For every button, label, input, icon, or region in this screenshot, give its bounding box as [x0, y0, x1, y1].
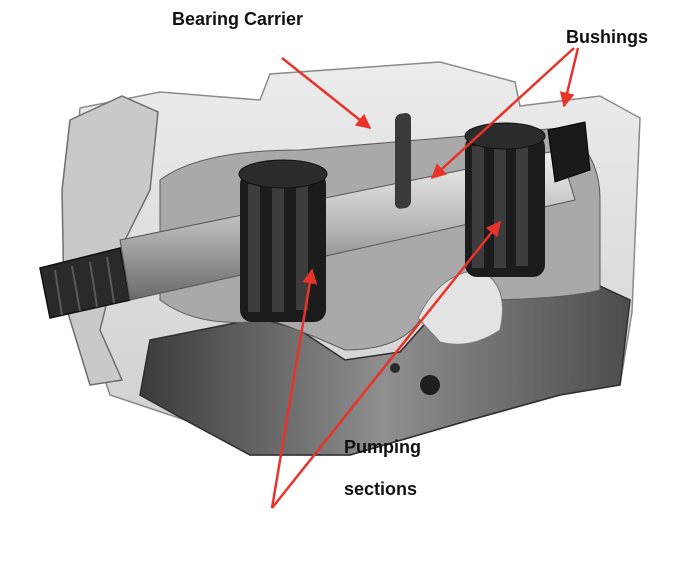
- gear-right: [464, 122, 546, 277]
- label-pumping-line2: sections: [344, 479, 418, 499]
- arrow-pumping-2: [271, 220, 501, 509]
- label-pumping-line1: Pumping: [344, 437, 421, 457]
- arrow-pumping-1: [270, 268, 318, 509]
- arrow-bushings-1: [430, 47, 575, 180]
- shaft-body: [119, 149, 576, 301]
- arrow-bearing-carrier: [281, 57, 372, 129]
- port-hole: [420, 375, 440, 395]
- label-bushings: Bushings: [566, 27, 649, 47]
- gear-left: [238, 159, 328, 322]
- port-hole-small: [390, 363, 400, 373]
- label-bearing-carrier: Bearing Carrier: [172, 9, 304, 29]
- drive-shaft: [39, 113, 591, 319]
- arrow-bushings-2: [559, 47, 580, 108]
- annotation-arrows: [270, 47, 580, 509]
- housing-front-face: [139, 285, 631, 456]
- shaft-right-end: [547, 121, 591, 183]
- bushing-bore: [417, 269, 503, 345]
